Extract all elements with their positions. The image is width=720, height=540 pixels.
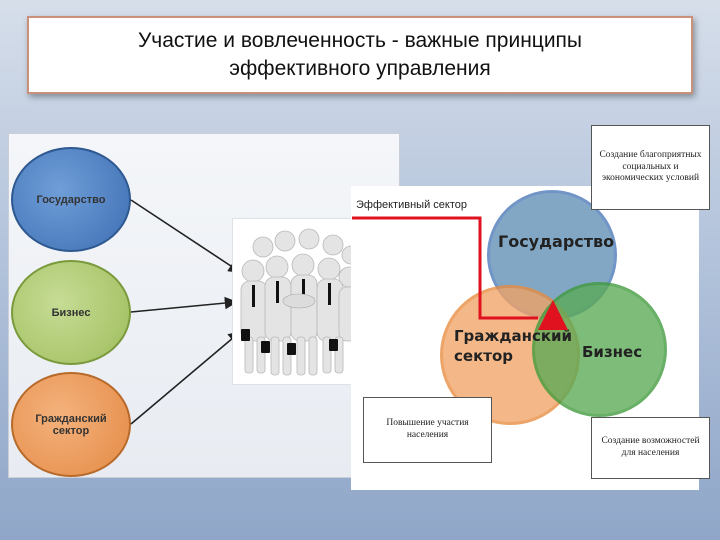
slide-title-text: Участие и вовлеченность - важные принцип… [137, 28, 583, 80]
circle-government: Государство [11, 147, 131, 252]
note-participation: Повышение участия населения [363, 397, 492, 463]
people-illustration [232, 218, 364, 385]
people-group-icon [240, 228, 361, 376]
venn-label-civil-sector: Гражданский сектор [454, 327, 572, 366]
arrow-civ [130, 330, 242, 425]
effective-sector-arrowhead [538, 300, 568, 330]
venn-label-civil-line2: сектор [454, 346, 513, 365]
slide-title: Участие и вовлеченность - важные принцип… [27, 16, 693, 94]
circle-civil-sector-label: Гражданский сектор [35, 412, 107, 437]
circle-business-label: Бизнес [51, 306, 91, 319]
effective-sector-label: Эффективный сектор [356, 199, 467, 211]
arrow-biz [130, 296, 238, 313]
arrow-gov [130, 199, 242, 273]
note-participation-text: Повышение участия населения [386, 418, 469, 440]
circle-business: Бизнес [11, 260, 131, 365]
effective-sector-line [352, 216, 538, 320]
venn-label-government: Государство [498, 232, 615, 251]
circle-civil-sector: Гражданский сектор [11, 372, 131, 477]
venn-label-civil-line1: Гражданский [454, 327, 573, 345]
note-opportunities: Создание возможностей для населения [591, 417, 710, 479]
venn-label-business: Бизнес [582, 343, 643, 361]
note-favorable-conditions: Создание благоприятных социальных и экон… [591, 125, 710, 210]
circle-government-label: Государство [36, 193, 106, 206]
note-favorable-conditions-text: Создание благоприятных социальных и экон… [599, 149, 702, 184]
note-opportunities-text: Создание возможностей для населения [601, 436, 700, 458]
